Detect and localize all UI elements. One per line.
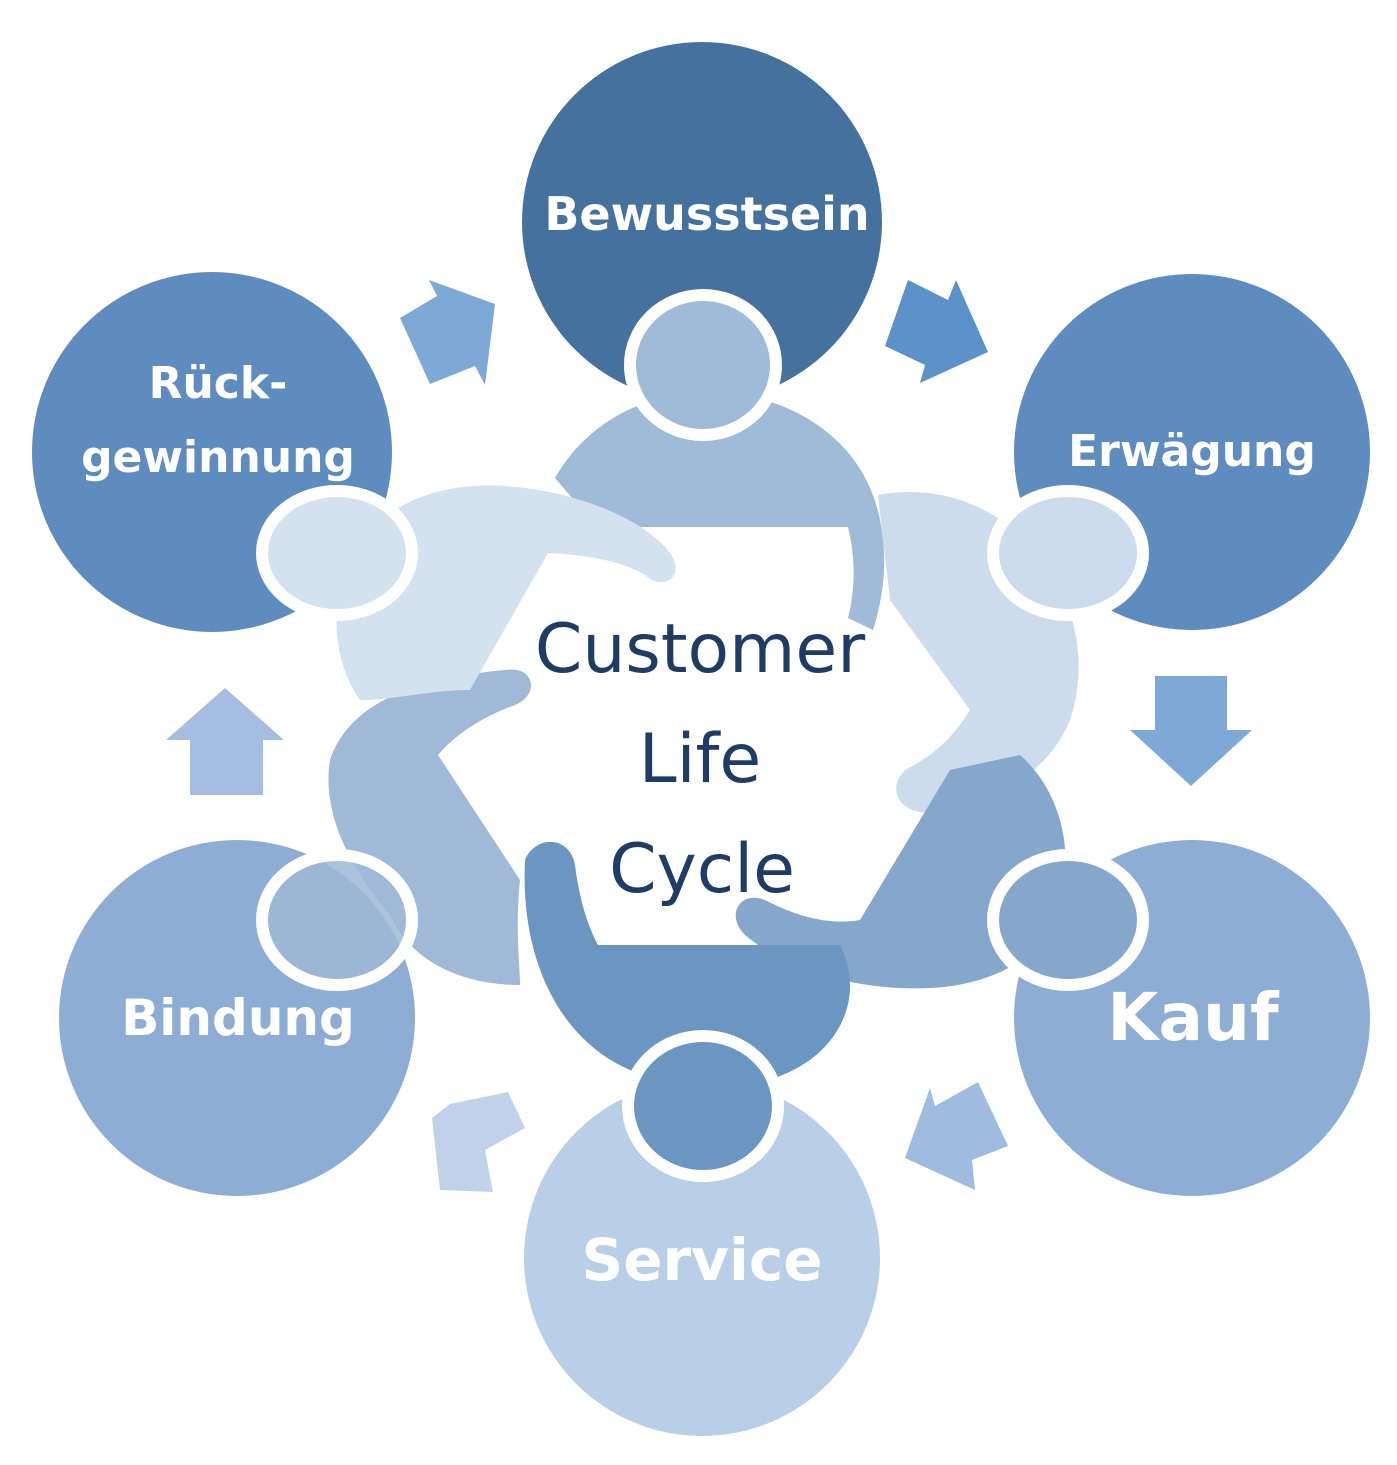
head-lower-left [256, 849, 418, 991]
arrow-bindung-to-rueckgewinnung [166, 688, 284, 795]
stage-erwaegung-label: Erwägung [1068, 426, 1316, 477]
arrow-erwaegung-to-kauf [1130, 676, 1252, 786]
arrow-rueckgewinnung-to-bewusstsein [400, 280, 495, 385]
stage-bindung-label: Bindung [121, 989, 355, 1047]
figure-heads [256, 289, 1149, 1182]
center-title-line-1: Customer [535, 610, 865, 689]
center-title-line-2: Life [639, 720, 762, 799]
head-top [624, 289, 782, 441]
head-lower-right [987, 849, 1149, 991]
arm-lower-right [735, 755, 1066, 989]
stage-kauf-label: Kauf [1107, 979, 1280, 1056]
stage-rueckgewinnung-label-line-2: gewinnung [81, 432, 355, 483]
arm-top [555, 391, 885, 630]
flow-arrows [166, 280, 1252, 1192]
arrow-kauf-to-service [905, 1082, 1008, 1190]
center-title-line-3: Cycle [609, 830, 795, 909]
head-upper-left [256, 485, 418, 621]
stage-service: Service [524, 1080, 880, 1436]
arrow-bewusstsein-to-erwaegung [885, 280, 988, 383]
stage-service-circle [524, 1080, 880, 1436]
stage-bewusstsein: Bewusstsein [522, 42, 882, 402]
stage-bewusstsein-circle [522, 42, 882, 402]
arrow-service-to-bindung [432, 1092, 525, 1192]
arm-upper-left [336, 485, 676, 700]
arm-lower-left [328, 669, 532, 985]
head-bottom [622, 1030, 784, 1182]
stage-bewusstsein-label: Bewusstsein [544, 187, 869, 241]
center-title: Customer Life Cycle [535, 610, 865, 909]
ring-arms [328, 391, 1079, 1088]
stage-rueckgewinnung-label-line-1: Rück- [149, 358, 288, 409]
stage-service-label: Service [581, 1226, 822, 1294]
arm-bottom [524, 841, 850, 1088]
head-upper-right [987, 485, 1149, 621]
